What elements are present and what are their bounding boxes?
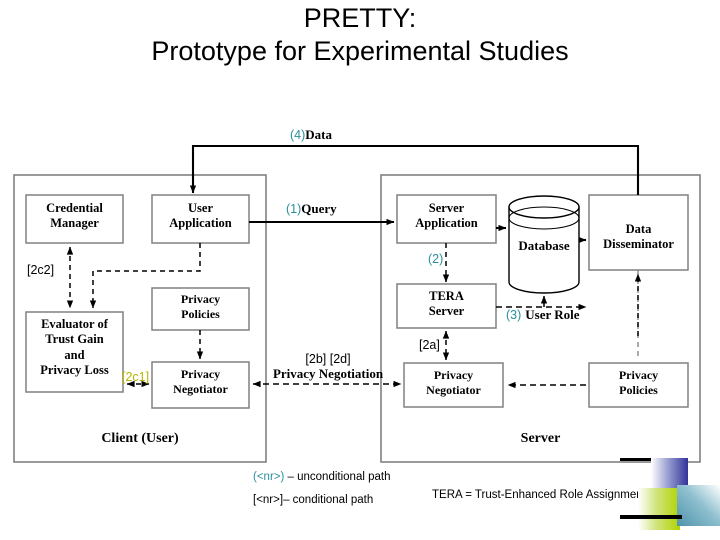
user-application-box [151, 194, 250, 244]
legend-acronym-text: TERA = Trust-Enhanced Role Assignment [432, 489, 646, 501]
privacy-policies-server-line2: Policies [619, 382, 658, 397]
evaluator-box [25, 311, 124, 393]
server-application-label: Server Application [397, 201, 496, 232]
flow-1-text: Query [301, 201, 337, 216]
tera-server-label: TERA Server [397, 289, 496, 320]
flow-2c2-num: [2c2] [27, 263, 55, 277]
server-panel [380, 174, 701, 463]
flow-4-text: Data [305, 127, 332, 142]
legend-conditional-text: – conditional path [283, 494, 374, 506]
client-panel-label: Client (User) [14, 430, 266, 447]
flow-4-num: (4) [290, 128, 306, 142]
privacy-negotiator-server-line2: Negotiator [426, 382, 481, 397]
flow-2b-2d-num: [2b] [2d] [305, 352, 351, 366]
privacy-policies-client-label: Privacy Policies [152, 292, 249, 321]
privacy-negotiator-server-line1: Privacy [433, 368, 474, 382]
flow-2c1-num: [2c1] [122, 370, 150, 384]
evaluator-label: Evaluator of Trust Gain and Privacy Loss [20, 317, 129, 378]
flow-label-1-query: (1)Query [286, 200, 337, 218]
path-userapp-evaluator [89, 243, 201, 309]
deco-navy-square [651, 458, 688, 489]
decorative-corner-graphic [620, 458, 720, 530]
database-text: Database [518, 238, 570, 253]
deco-teal-square [677, 485, 720, 526]
credential-manager-line2: Manager [50, 216, 99, 231]
flow-label-3-user-role: (3) User Role [506, 306, 580, 324]
legend-conditional-key: [<nr>] [253, 494, 284, 506]
flow-3-num: (3) [506, 308, 522, 322]
data-disseminator-label: Data Disseminator [584, 222, 693, 253]
flow-label-2b-2d: [2b] [2d] Privacy Negotiation [254, 352, 402, 382]
credential-manager-box [25, 194, 124, 244]
tera-server-line2: Server [428, 304, 465, 319]
flow-label-2a: [2a] [419, 336, 440, 354]
privacy-negotiator-client-label: Privacy Negotiator [152, 367, 249, 396]
deco-black-bar-bottom [620, 515, 682, 519]
page-title: PRETTY: Prototype for Experimental Studi… [0, 2, 720, 68]
privacy-policies-client-box [151, 287, 250, 331]
server-application-box [396, 194, 497, 244]
evaluator-line4: Privacy Loss [40, 362, 109, 377]
credential-manager-line1: Credential [46, 201, 103, 215]
flow-2-num: (2) [428, 252, 444, 266]
tera-server-line1: TERA [429, 289, 464, 303]
privacy-negotiator-server-label: Privacy Negotiator [404, 368, 503, 397]
database-cylinder [508, 195, 580, 294]
flow-2b-2d-text: Privacy Negotiation [272, 366, 384, 381]
flow-1-num: (1) [286, 202, 302, 216]
credential-manager-label: Credential Manager [26, 201, 123, 232]
server-application-line2: Application [415, 216, 478, 231]
flow-label-2c2: [2c2] [27, 261, 54, 279]
legend-conditional: [<nr>]– conditional path [253, 494, 373, 506]
privacy-policies-client-line1: Privacy [180, 292, 221, 306]
client-panel [13, 174, 267, 463]
flow-label-4-data: (4)Data [290, 126, 332, 144]
privacy-negotiator-client-line1: Privacy [180, 367, 221, 381]
user-application-label: User Application [152, 201, 249, 232]
tera-server-box [396, 283, 497, 329]
legend-acronym: TERA = Trust-Enhanced Role Assignment [432, 489, 646, 501]
deco-lime-square [638, 488, 680, 530]
data-disseminator-line2: Disseminator [603, 237, 674, 252]
database-label: Database [509, 238, 579, 254]
title-line-1: PRETTY: [303, 3, 417, 33]
server-application-line1: Server [428, 201, 465, 215]
data-disseminator-line1: Data [625, 222, 652, 236]
evaluator-line1: Evaluator of [41, 317, 108, 331]
title-line-2: Prototype for Experimental Studies [151, 36, 569, 66]
server-panel-text: Server [520, 431, 561, 446]
flow-label-2: (2) [428, 250, 443, 268]
privacy-negotiator-client-line2: Negotiator [173, 381, 228, 396]
privacy-policies-server-label: Privacy Policies [589, 368, 688, 397]
privacy-negotiator-server-box [403, 362, 504, 408]
flow-label-2c1: [2c1] [122, 368, 149, 386]
server-panel-label: Server [381, 430, 700, 447]
privacy-policies-server-box [588, 362, 689, 408]
deco-black-bar-top [620, 458, 651, 461]
legend-unconditional-text: – unconditional path [284, 471, 391, 483]
evaluator-line3: and [64, 347, 85, 362]
privacy-policies-client-line2: Policies [181, 306, 220, 321]
user-application-line1: User [188, 201, 213, 215]
user-application-line2: Application [169, 216, 232, 231]
legend-unconditional-key: (<nr>) [253, 471, 285, 483]
privacy-policies-server-line1: Privacy [618, 368, 659, 382]
flow-2a-num: [2a] [419, 338, 440, 352]
path-4-data [189, 144, 640, 195]
privacy-negotiator-client-box [151, 361, 250, 409]
evaluator-line2: Trust Gain [45, 332, 104, 347]
client-panel-text: Client (User) [101, 431, 179, 446]
flow-3-text: User Role [525, 307, 580, 322]
legend-unconditional: (<nr>) – unconditional path [253, 471, 390, 483]
